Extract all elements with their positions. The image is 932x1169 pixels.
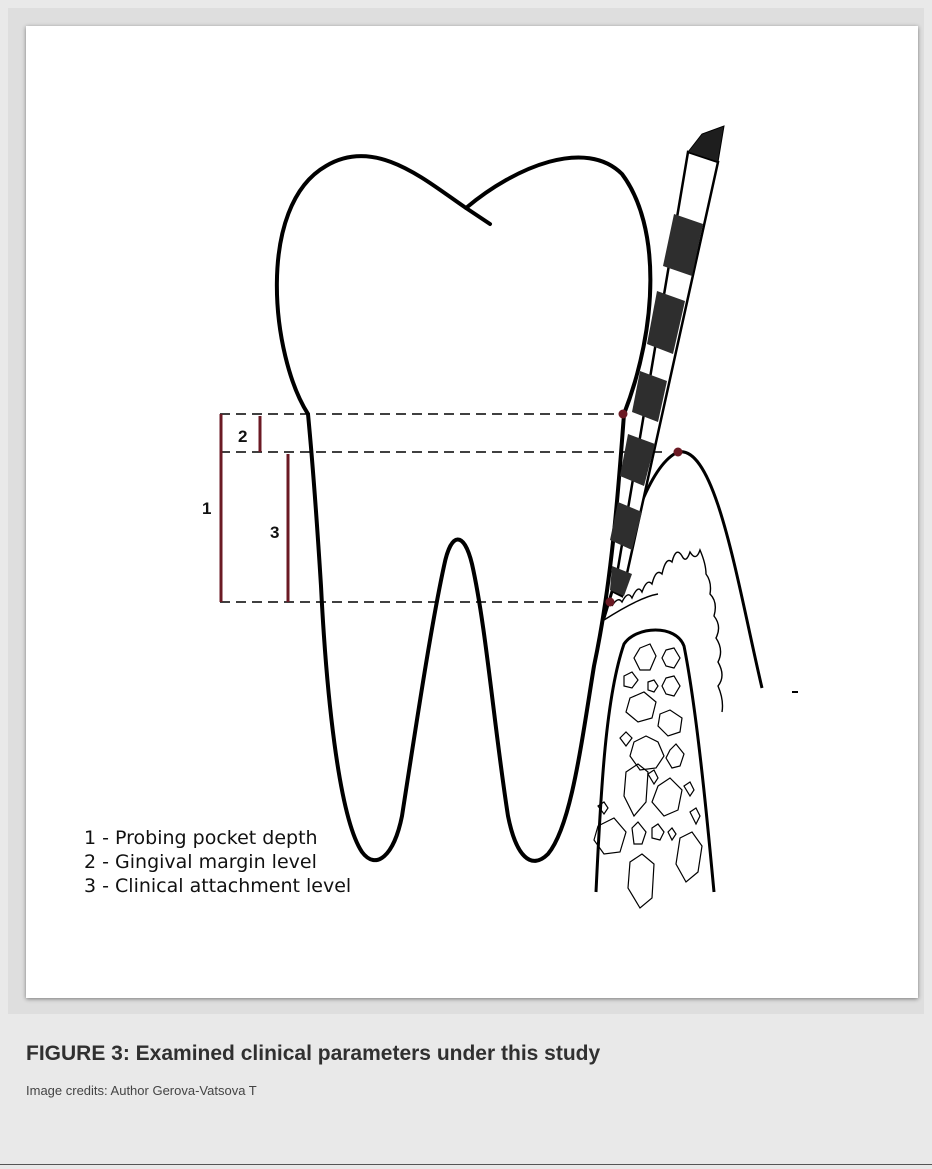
- dimension-label-3: 3: [270, 523, 279, 542]
- diagram-legend: 1 - Probing pocket depth 2 - Gingival ma…: [84, 827, 351, 897]
- legend-item-1: 1 - Probing pocket depth: [84, 827, 318, 849]
- landmark-dot-cej: [619, 410, 628, 419]
- probe-band-2: [647, 291, 685, 354]
- legend-item-2: 2 - Gingival margin level: [84, 851, 317, 873]
- tooth-diagram: 1 2 3: [26, 26, 918, 998]
- probe-band-1: [663, 214, 703, 276]
- tooth-outline: [277, 156, 651, 861]
- figure-caption-title: FIGURE 3: Examined clinical parameters u…: [26, 1042, 600, 1066]
- figure-image: 1 2 3: [26, 26, 918, 998]
- landmark-dot-gingival-margin: [674, 448, 683, 457]
- figure-image-credits: Image credits: Author Gerova-Vatsova T: [26, 1083, 257, 1098]
- dimension-label-1: 1: [202, 499, 211, 518]
- dimension-label-2: 2: [238, 427, 247, 446]
- gingiva-base-curve: [604, 594, 658, 620]
- figure-bottom-divider: [0, 1164, 932, 1165]
- legend-item-3: 3 - Clinical attachment level: [84, 875, 351, 897]
- landmark-dot-pocket-base: [606, 598, 615, 607]
